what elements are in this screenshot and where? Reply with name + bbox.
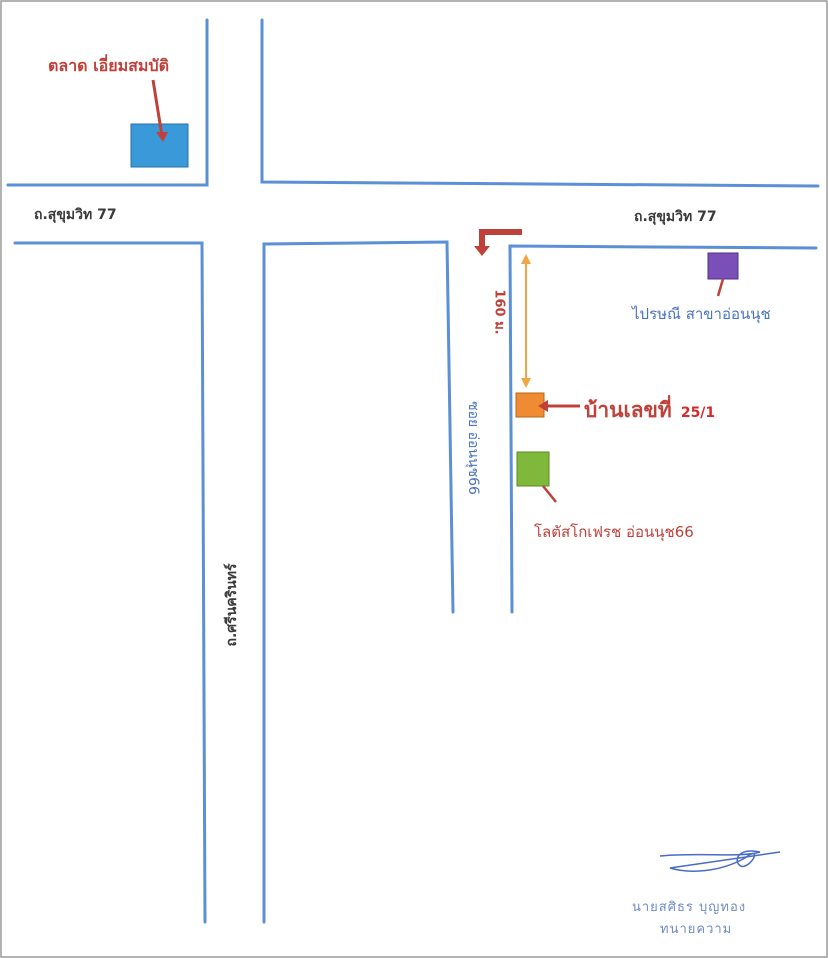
road-network [6, 18, 820, 924]
signature-title: ทนายความ [660, 922, 733, 937]
turn-arrow-head-icon [474, 246, 490, 256]
house-pointer-head-icon [538, 400, 548, 412]
house-label-group: บ้านเลขที่ 25/1 [584, 394, 715, 427]
road-edge-middle [262, 240, 455, 924]
road-edge-right [508, 244, 818, 614]
lotus-label: โลตัสโกเฟรช อ่อนนุช66 [534, 523, 694, 541]
distance-arrow-bottom-icon [521, 378, 531, 388]
distance-label: 160 ม. [491, 289, 507, 335]
market-pointer [151, 79, 164, 137]
post-office-marker [707, 252, 739, 280]
post-office-label: ไปรษณี สาขาอ่อนนุช [632, 305, 771, 323]
srinakarin-label: ถ.ศรีนครินทร์ [224, 563, 240, 647]
road-edge-left-lower [13, 241, 207, 924]
road-edge-top-left [6, 18, 209, 187]
market-marker [130, 123, 189, 168]
soi-onnut-label: ซอย อ่อนนุช66 [465, 401, 481, 495]
house-number-label: 25/1 [680, 405, 716, 421]
market-pointer-head-icon [156, 132, 168, 142]
market-label: ตลาด เอี่ยมสมบัติ [48, 56, 169, 75]
signature-name: นายสศิธร บุญทอง [632, 900, 747, 915]
lotus-marker [516, 451, 550, 487]
sukhumvit-right-label: ถ.สุขุมวิท 77 [634, 209, 717, 225]
lotus-pointer [542, 485, 557, 503]
sukhumvit-left-label: ถ.สุขุมวิท 77 [34, 207, 117, 223]
post-office-pointer [716, 278, 725, 297]
distance-arrow-top-icon [521, 254, 531, 264]
signature-scribble [659, 850, 781, 872]
road-edge-top-right [260, 18, 820, 188]
turn-arrow-icon [479, 229, 522, 248]
house-label: บ้านเลขที่ [584, 398, 672, 422]
